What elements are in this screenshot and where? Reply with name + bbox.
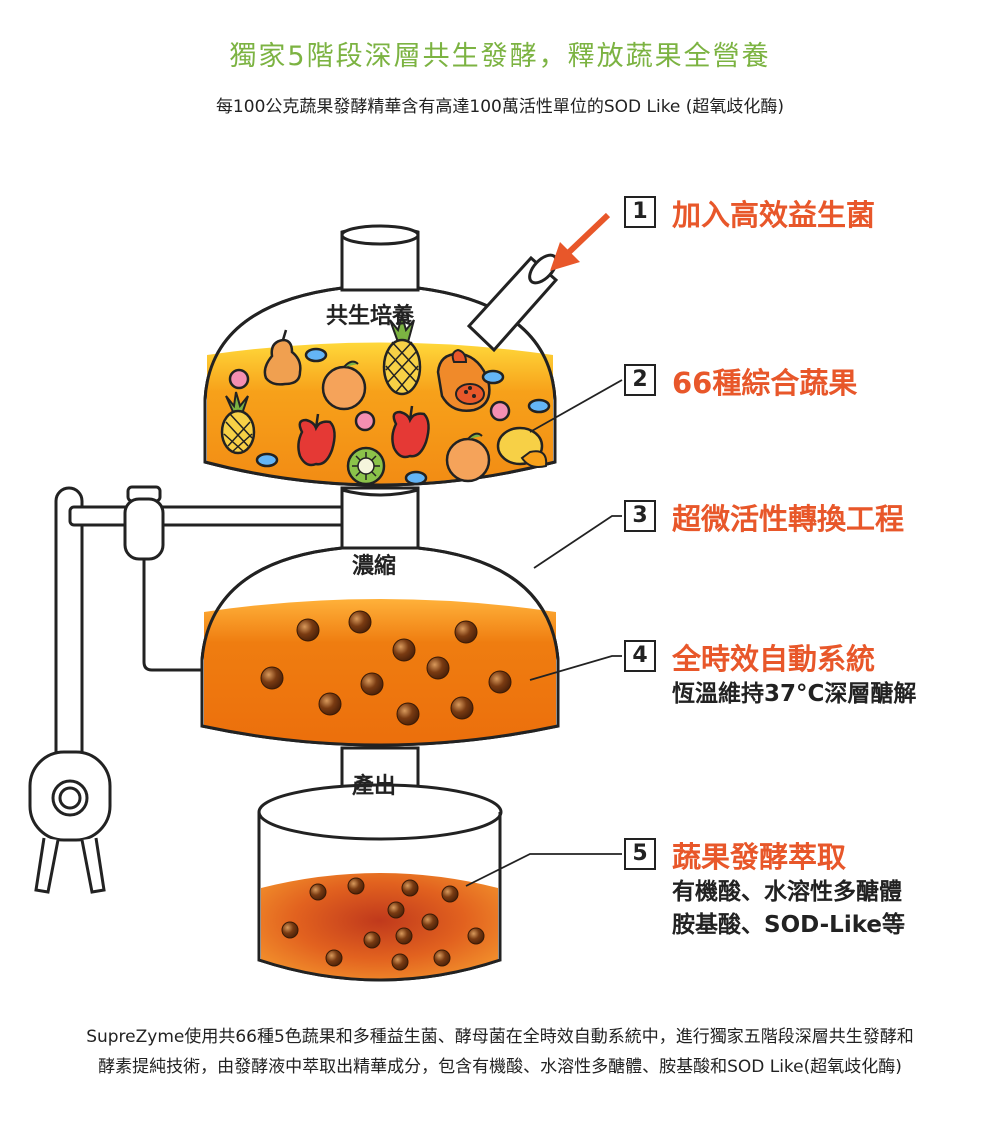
- peach-icon: [445, 432, 491, 483]
- pear-icon: [263, 329, 302, 386]
- step-1-title: 加入高效益生菌: [672, 198, 876, 232]
- top-vessel-label: 共生培養: [326, 304, 415, 329]
- step-5-description-line2: 胺基酸、SOD-Like等: [672, 912, 905, 938]
- pineapple-icon: [220, 391, 256, 455]
- inlet-tube: [466, 253, 559, 353]
- leader-lines: [465, 379, 623, 887]
- page-title: 獨家5階段深層共生發酵，釋放蔬果全營養: [229, 41, 771, 72]
- step-4-description: 恆溫維持37°C深層醣解: [672, 681, 917, 707]
- footer-line-1: SupreZyme使用共66種5色蔬果和多種益生菌、酵母菌在全時效自動系統中，進…: [86, 1027, 914, 1047]
- pineapple-icon: [382, 312, 422, 396]
- bottom-vessel-label: 產出: [352, 774, 397, 799]
- footer-line-2: 酵素提純技術，由發酵液中萃取出精華成分，包含有機酸、水溶性多醣體、胺基酸和SOD…: [98, 1057, 902, 1077]
- fruit-group: [220, 312, 551, 486]
- side-pipe-system: [28, 485, 364, 894]
- footer-description: SupreZyme使用共66種5色蔬果和多種益生菌、酵母菌在全時效自動系統中，進…: [20, 1022, 980, 1082]
- step-5-number: 5: [624, 838, 656, 870]
- top-vessel: [203, 224, 557, 552]
- middle-vessel-label: 濃縮: [352, 554, 397, 579]
- step-2-title: 66種綜合蔬果: [672, 366, 858, 400]
- step-3-number: 3: [624, 500, 656, 532]
- peach-icon: [321, 360, 367, 411]
- apple-icon: [297, 413, 336, 467]
- step-4-number: 4: [624, 640, 656, 672]
- middle-vessel: [200, 546, 560, 802]
- lemon-icon: [496, 426, 548, 468]
- step-5-description-line1: 有機酸、水溶性多醣體: [672, 879, 902, 905]
- step-1-number: 1: [624, 196, 656, 228]
- bottom-vessel: [257, 783, 503, 982]
- page-subtitle: 每100公克蔬果發酵精華含有高達100萬活性單位的SOD Like (超氧歧化酶…: [215, 97, 785, 117]
- kiwi-icon: [346, 446, 386, 486]
- arrow-icon: [550, 212, 611, 271]
- step-5-title: 蔬果發酵萃取: [672, 840, 847, 874]
- apple-icon: [391, 405, 430, 459]
- step-4-title: 全時效自動系統: [672, 642, 876, 676]
- step-3-title: 超微活性轉換工程: [672, 502, 905, 536]
- step-2-number: 2: [624, 364, 656, 396]
